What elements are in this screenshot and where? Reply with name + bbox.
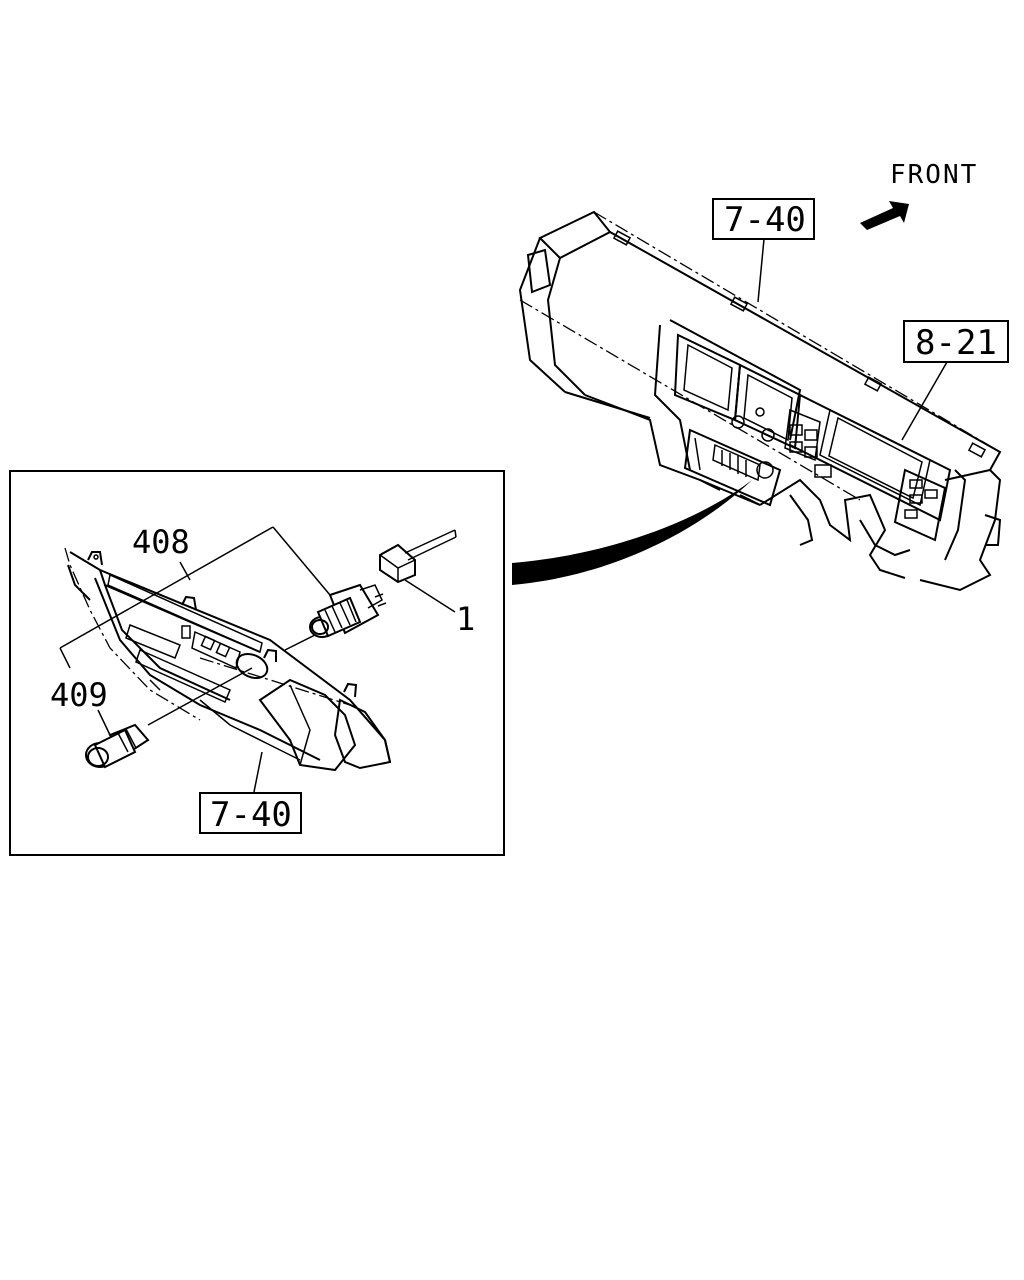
part-label-408: 408 bbox=[132, 523, 190, 561]
front-arrow-icon bbox=[860, 201, 909, 230]
connector-part-1 bbox=[379, 529, 457, 584]
part-label-409: 409 bbox=[50, 676, 108, 714]
ref-box-8-21: 8-21 bbox=[903, 320, 1009, 363]
svg-text:7-40: 7-40 bbox=[724, 200, 806, 240]
part-label-1: 1 bbox=[456, 600, 475, 638]
dashboard-assembly bbox=[518, 210, 1002, 592]
svg-text:8-21: 8-21 bbox=[915, 323, 997, 363]
svg-text:7-40: 7-40 bbox=[210, 795, 292, 835]
lighter-plug-409 bbox=[85, 723, 150, 769]
ref-box-7-40-top: 7-40 bbox=[712, 198, 815, 240]
front-label: FRONT bbox=[890, 160, 978, 190]
lighter-socket-408 bbox=[309, 583, 387, 638]
console-panel bbox=[64, 547, 392, 772]
leader-lines bbox=[59, 526, 456, 793]
ref-box-7-40-bottom: 7-40 bbox=[199, 792, 302, 835]
detail-inset-frame bbox=[9, 470, 505, 856]
connector-arrow bbox=[512, 480, 752, 585]
